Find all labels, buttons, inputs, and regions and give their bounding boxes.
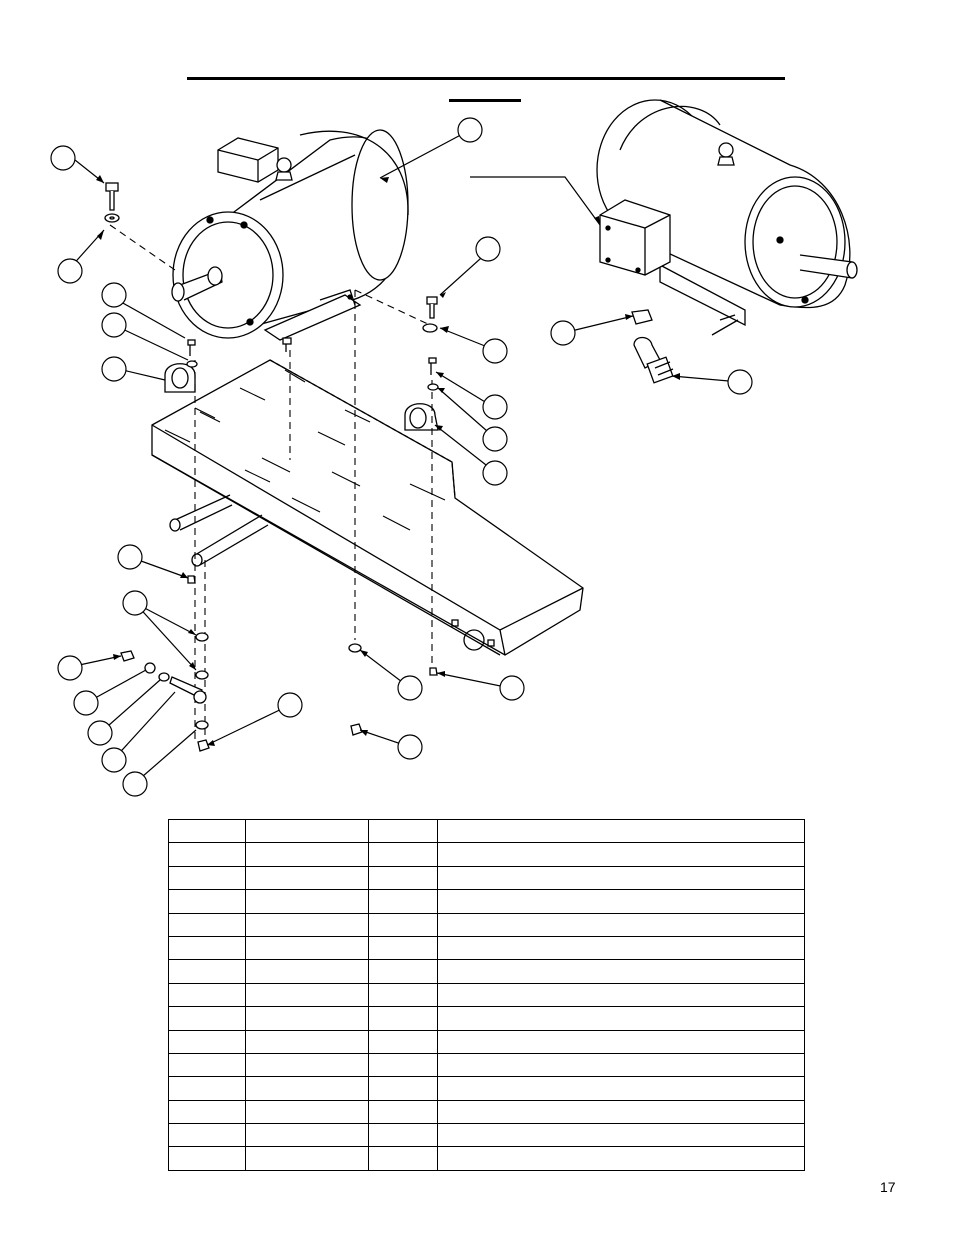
table-cell (368, 1052, 438, 1078)
table-cell (368, 842, 438, 867)
table-cell (168, 1076, 246, 1101)
subtitle-rule (449, 99, 521, 102)
base-frame-icon (151, 359, 584, 656)
page-number: 17 (880, 1179, 896, 1195)
nut-icon (120, 575, 438, 752)
table-cell (368, 1006, 438, 1031)
table-cell (437, 912, 805, 937)
table-cell (437, 1006, 805, 1031)
table-cell (368, 1076, 438, 1101)
motor-icon (171, 129, 409, 341)
table-row (168, 1076, 805, 1101)
bolt-icon (105, 182, 438, 699)
table-cell (245, 1006, 369, 1031)
table-cell (437, 1123, 805, 1148)
table-row (168, 1123, 805, 1148)
table-cell (245, 912, 369, 937)
table-cell (437, 959, 805, 984)
table-cell (245, 842, 369, 867)
table-cell (245, 1052, 369, 1078)
table-row (168, 982, 805, 1008)
table-cell (437, 1076, 805, 1101)
table-cell (168, 982, 246, 1008)
table-cell (168, 818, 246, 844)
table-row (168, 818, 805, 844)
table-row (168, 842, 805, 867)
table-row (168, 935, 805, 961)
table-cell (437, 889, 805, 914)
table-cell (168, 1006, 246, 1031)
table-cell (368, 935, 438, 961)
table-cell (368, 818, 438, 844)
table-cell (368, 865, 438, 891)
table-cell (168, 842, 246, 867)
table-cell (245, 982, 369, 1008)
table-cell (437, 1052, 805, 1078)
table-cell (368, 1123, 438, 1148)
table-cell (368, 1099, 438, 1125)
table-cell (437, 1029, 805, 1054)
table-cell (437, 818, 805, 844)
washer-icon (104, 213, 439, 730)
table-cell (245, 818, 369, 844)
table-cell (368, 959, 438, 984)
table-cell (245, 865, 369, 891)
table-row (168, 1052, 805, 1078)
table-cell (437, 865, 805, 891)
table-cell (168, 959, 246, 984)
table-cell (168, 1123, 246, 1148)
cable-connector-icon (631, 309, 674, 384)
table-row (168, 959, 805, 984)
table-cell (168, 1052, 246, 1078)
table-row (168, 912, 805, 937)
table-cell (245, 1076, 369, 1101)
table-row (168, 1146, 805, 1171)
table-row (168, 1099, 805, 1125)
table-cell (168, 1146, 246, 1171)
table-cell (168, 1099, 246, 1125)
table-cell (437, 842, 805, 867)
table-cell (368, 1146, 438, 1171)
table-cell (368, 1029, 438, 1054)
title-rule (187, 77, 785, 80)
table-cell (368, 982, 438, 1008)
motor-icon (596, 99, 858, 336)
table-cell (168, 865, 246, 891)
exploded-parts-drawing (50, 99, 858, 797)
table-row (168, 889, 805, 914)
table-row (168, 865, 805, 891)
table-cell (168, 935, 246, 961)
table-cell (437, 1099, 805, 1125)
table-cell (168, 912, 246, 937)
table-cell (245, 1029, 369, 1054)
table-row (168, 1029, 805, 1054)
table-row (168, 1006, 805, 1031)
table-cell (168, 889, 246, 914)
table-cell (368, 912, 438, 937)
table-cell (437, 1146, 805, 1171)
table-cell (368, 889, 438, 914)
table-cell (245, 889, 369, 914)
junction-box-icon (599, 199, 671, 276)
table-cell (168, 1029, 246, 1054)
table-cell (245, 959, 369, 984)
table-cell (245, 935, 369, 961)
table-cell (437, 935, 805, 961)
table-cell (245, 1099, 369, 1125)
table-cell (437, 982, 805, 1008)
parts-list-table (168, 818, 805, 1171)
table-cell (245, 1123, 369, 1148)
table-cell (245, 1146, 369, 1171)
